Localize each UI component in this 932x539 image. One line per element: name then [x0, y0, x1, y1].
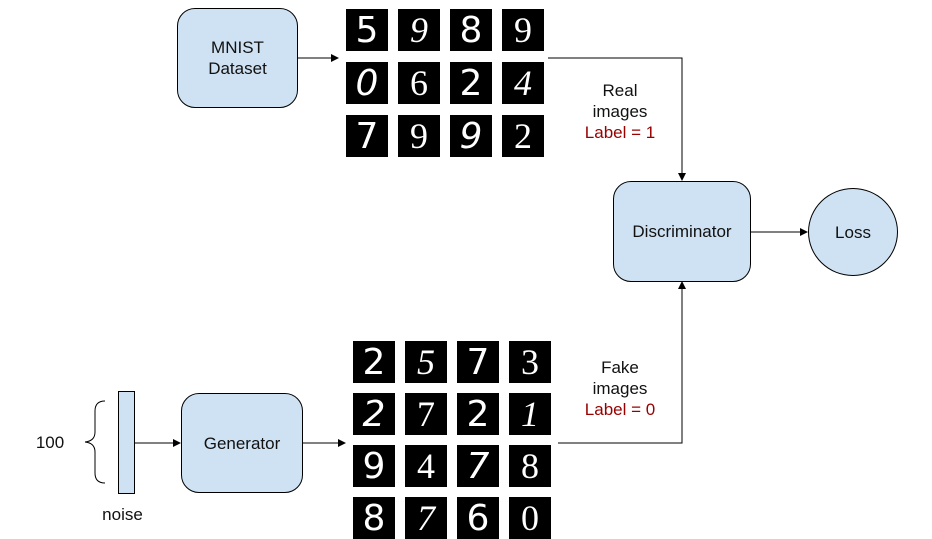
fake-image-tile: 2: [457, 393, 499, 435]
fake-image-tile: 2: [353, 393, 395, 435]
loss-label: Loss: [835, 222, 871, 242]
fake-image-digit: 7: [466, 445, 490, 487]
real-image-digit: 8: [459, 9, 483, 51]
fake-image-digit: 8: [521, 446, 539, 486]
fake-image-tile: 6: [457, 497, 499, 539]
generator-label: Generator: [203, 433, 281, 453]
fake-images-line1: Fake: [601, 358, 639, 377]
real-image-tile: 5: [346, 9, 388, 51]
fake-image-tile: 8: [509, 445, 551, 487]
real-image-tile: 8: [450, 9, 492, 51]
loss-node: Loss: [808, 188, 898, 276]
fake-image-digit: 6: [466, 497, 490, 539]
real-image-tile: 9: [398, 115, 440, 157]
real-images-line1: Real: [602, 81, 638, 100]
fake-image-tile: 8: [353, 497, 395, 539]
real-images-line2: images: [592, 102, 648, 121]
fake-image-tile: 3: [509, 341, 551, 383]
real-image-digit: 9: [410, 116, 428, 156]
real-image-digit: 6: [410, 63, 428, 103]
fake-image-digit: 4: [417, 446, 435, 486]
discriminator-label: Discriminator: [632, 222, 732, 241]
fake-label-value: Label = 0: [584, 400, 656, 419]
noise-brace: [84, 400, 106, 484]
real-image-digit: 4: [514, 63, 532, 103]
fake-image-tile: 5: [405, 341, 447, 383]
fake-image-digit: 8: [362, 497, 386, 539]
real-image-digit: 7: [355, 115, 379, 157]
real-image-tile: 9: [450, 115, 492, 157]
fake-image-digit: 5: [417, 342, 435, 382]
fake-image-tile: 7: [457, 445, 499, 487]
real-image-tile: 2: [502, 115, 544, 157]
fake-image-digit: 7: [417, 394, 435, 434]
real-images-annotation: Real images Label = 1: [570, 80, 670, 143]
noise-vector: [118, 391, 135, 494]
fake-image-tile: 4: [405, 445, 447, 487]
real-image-tile: 0: [346, 62, 388, 104]
arrow-real-to-discriminator: [548, 57, 686, 181]
fake-image-digit: 1: [521, 394, 539, 434]
fake-images-line2: images: [592, 379, 648, 398]
mnist-dataset-node: MNIST Dataset: [177, 8, 298, 108]
real-image-digit: 2: [459, 62, 483, 104]
real-image-tile: 9: [502, 9, 544, 51]
real-image-tile: 9: [398, 9, 440, 51]
noise-size-label: 100: [35, 433, 65, 452]
fake-image-digit: 3: [521, 342, 539, 382]
fake-image-tile: 9: [353, 445, 395, 487]
fake-image-digit: 7: [466, 341, 490, 383]
fake-image-tile: 2: [353, 341, 395, 383]
real-image-tile: 6: [398, 62, 440, 104]
fake-image-tile: 7: [405, 497, 447, 539]
noise-caption: noise: [102, 505, 143, 524]
real-image-digit: 9: [410, 10, 428, 50]
fake-image-digit: 2: [362, 393, 386, 435]
real-image-digit: 2: [514, 116, 532, 156]
fake-image-tile: 7: [457, 341, 499, 383]
fake-image-digit: 9: [362, 445, 386, 487]
mnist-dataset-label: MNIST Dataset: [208, 38, 267, 78]
real-image-tile: 2: [450, 62, 492, 104]
fake-image-digit: 2: [362, 341, 386, 383]
generator-node: Generator: [181, 393, 303, 493]
fake-image-tile: 7: [405, 393, 447, 435]
real-image-digit: 9: [514, 10, 532, 50]
real-label-value: Label = 1: [584, 123, 656, 142]
fake-image-digit: 2: [466, 393, 490, 435]
arrow-fake-to-discriminator: [558, 281, 686, 444]
real-image-digit: 0: [355, 62, 379, 104]
real-image-tile: 4: [502, 62, 544, 104]
discriminator-node: Discriminator: [613, 181, 751, 282]
fake-image-digit: 7: [417, 498, 435, 538]
fake-image-digit: 0: [521, 498, 539, 538]
real-image-digit: 5: [355, 9, 379, 51]
fake-images-annotation: Fake images Label = 0: [570, 357, 670, 420]
real-image-digit: 9: [459, 115, 483, 157]
fake-image-tile: 0: [509, 497, 551, 539]
fake-image-tile: 1: [509, 393, 551, 435]
connector-lines: [84, 54, 808, 484]
real-image-tile: 7: [346, 115, 388, 157]
